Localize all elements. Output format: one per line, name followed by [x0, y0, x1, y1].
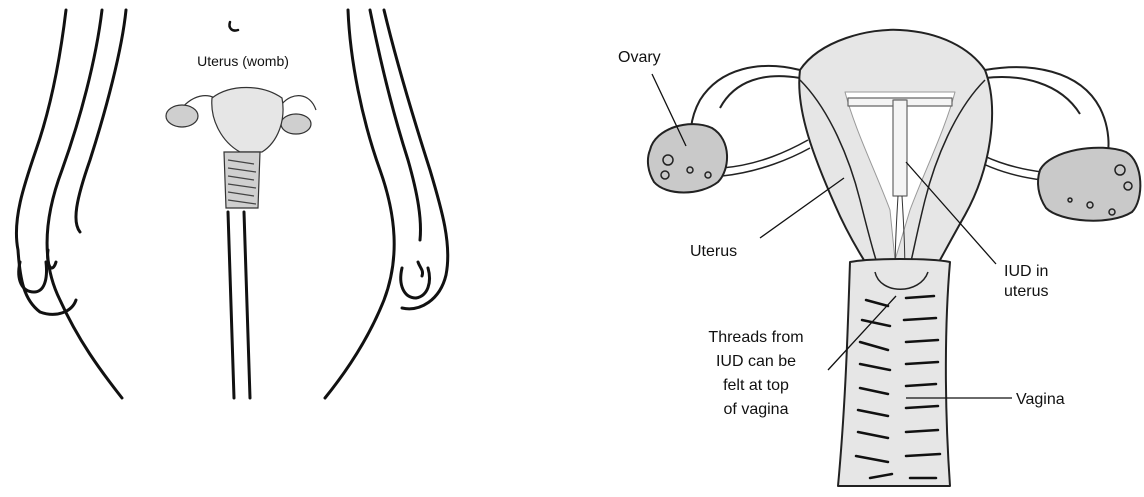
navel-mark	[229, 22, 238, 31]
vagina	[838, 259, 950, 486]
ovarian-ligament-left	[722, 140, 810, 176]
iud-label-line1: IUD in	[1004, 263, 1048, 280]
left-arm-inner-line	[76, 10, 126, 232]
iud-stem	[893, 100, 907, 196]
small-uterus	[166, 88, 316, 209]
iud-label-line2: uterus	[1004, 283, 1048, 300]
right-hand	[401, 268, 430, 298]
threads-label-line1: Threads from	[708, 329, 803, 346]
ovary-label: Ovary	[618, 49, 661, 66]
left-finger	[48, 250, 56, 268]
leg-line-left	[228, 212, 234, 398]
uterus-womb-label: Uterus (womb)	[197, 53, 289, 69]
leg-line-right	[244, 212, 250, 398]
threads-label-line4: of vagina	[724, 401, 789, 418]
small-uterus-body	[212, 88, 283, 153]
uterus-leader	[760, 178, 844, 238]
fallopian-tube-right	[985, 67, 1108, 158]
small-ovary-right	[281, 114, 311, 134]
threads-label-line2: IUD can be	[716, 353, 796, 370]
left-hand	[19, 262, 47, 292]
small-ovary-left	[166, 105, 198, 127]
threads-label-line3: felt at top	[723, 377, 789, 394]
ovary-left-shape	[648, 124, 727, 192]
ovary-left	[648, 124, 727, 192]
vagina-label: Vagina	[1016, 391, 1065, 408]
right-arm-inner-line	[370, 10, 421, 240]
right-finger	[418, 262, 423, 276]
uterus-label: Uterus	[690, 243, 737, 260]
ovary-right	[1038, 148, 1140, 221]
